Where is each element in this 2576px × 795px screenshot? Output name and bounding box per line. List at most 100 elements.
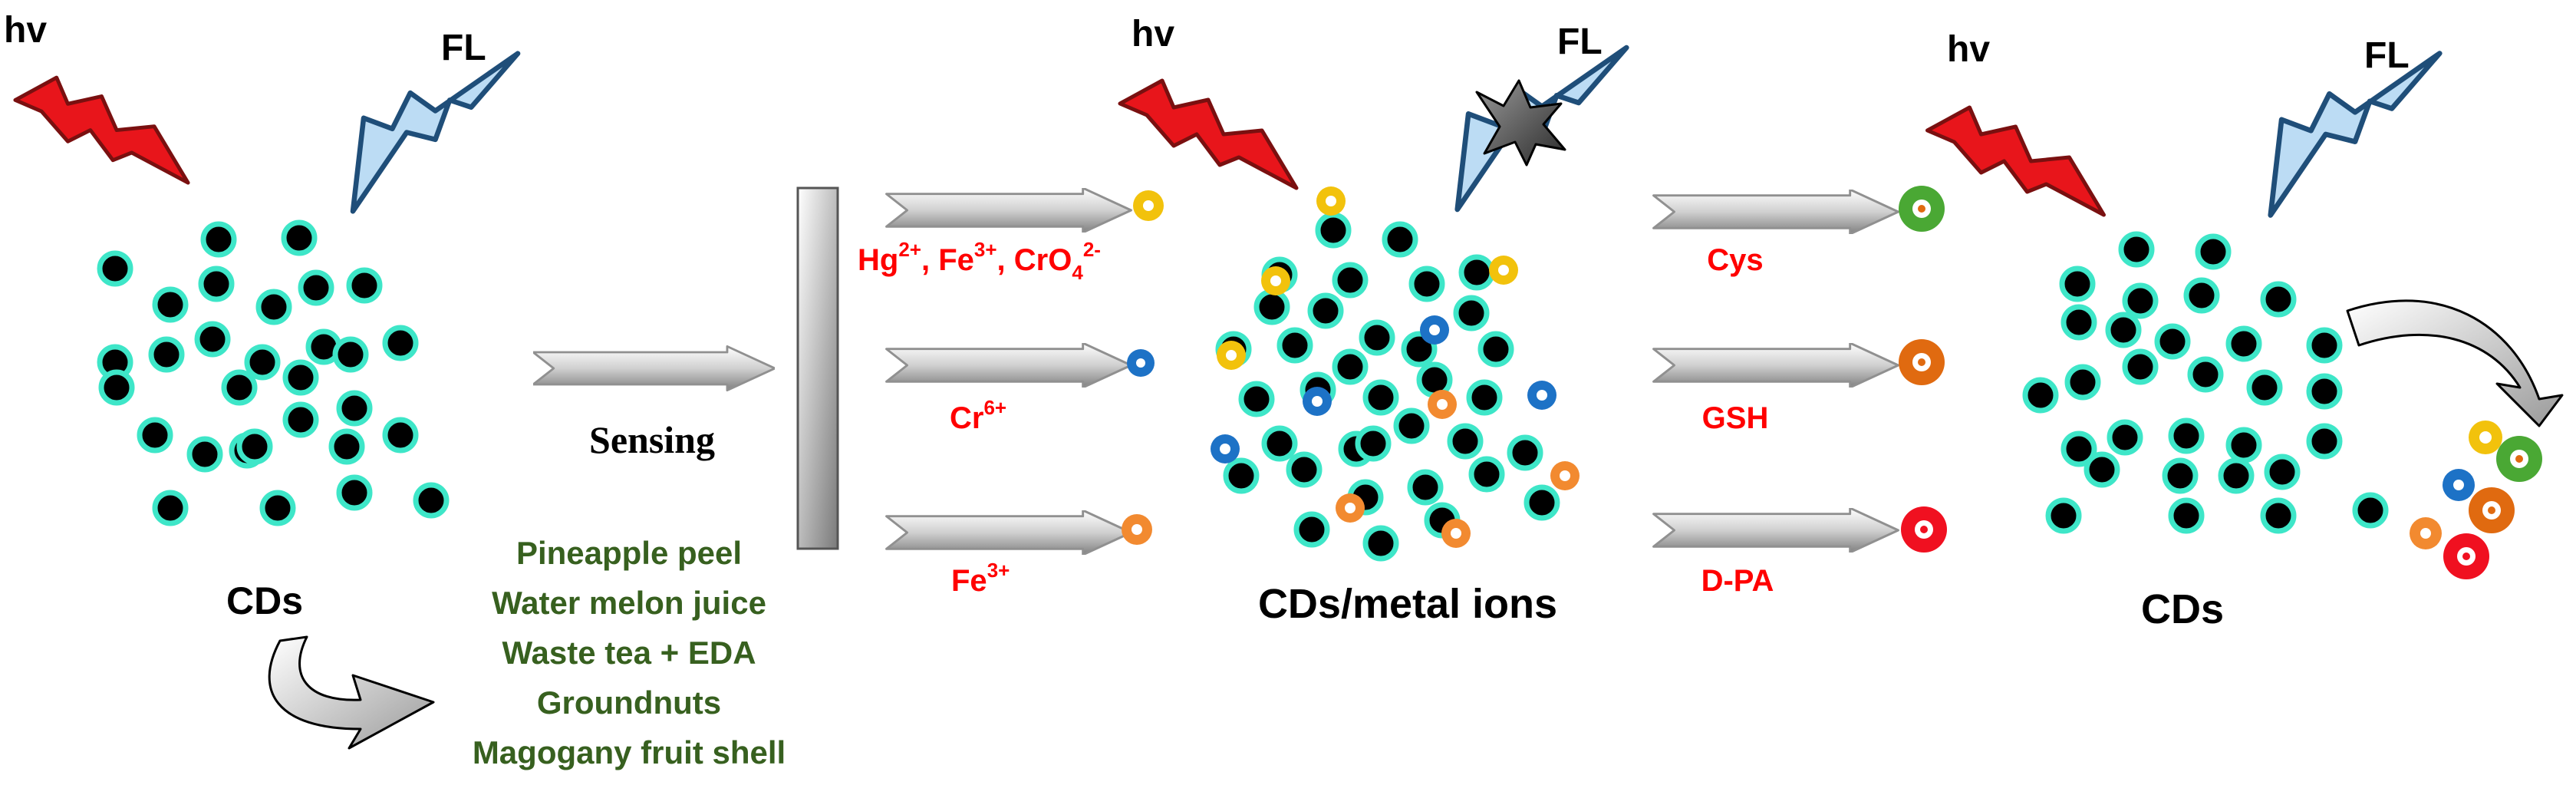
cd-particle	[1307, 292, 1344, 329]
analyte-arrow-icon	[1652, 343, 1899, 388]
cd-particle	[282, 401, 319, 438]
cd-particle	[244, 344, 281, 381]
cd-particle	[1253, 289, 1290, 325]
cd-particle	[413, 482, 450, 519]
cd-particle	[2187, 356, 2224, 393]
analyte-label-cys: Cys	[1707, 243, 1763, 277]
cd-particle	[2060, 304, 2097, 341]
metal-ion-core	[1429, 325, 1440, 335]
cd-particle-cluster-right	[2022, 231, 2389, 534]
cd-particle	[97, 250, 133, 287]
released-bead-red	[2443, 533, 2489, 579]
cd-particle	[1477, 331, 1514, 368]
cd-particle	[2260, 281, 2297, 318]
metal-ion-core	[1537, 390, 1547, 401]
middle-panel: hv FL CDs/metal ions	[1120, 14, 1626, 627]
source-item: Pineapple peel	[516, 535, 742, 571]
cd-particle	[1261, 425, 1298, 462]
curved-arrow-icon	[2346, 299, 2564, 427]
cd-particle	[152, 490, 189, 526]
cd-particle	[98, 369, 135, 406]
cd-particle	[2162, 457, 2199, 494]
cd-particle	[2183, 277, 2220, 314]
cd-particle	[281, 219, 318, 256]
analyte-arrow-icon	[1652, 190, 1899, 234]
cd-particle	[328, 428, 365, 465]
cd-particle	[1359, 319, 1395, 356]
cd-particle	[1507, 434, 1543, 471]
source-list: Pineapple peel Water melon juice Waste t…	[473, 535, 786, 770]
ion-token-orange	[1122, 514, 1152, 545]
source-item: Groundnuts	[537, 684, 721, 721]
sensing-arrow-icon	[533, 345, 775, 391]
cd-particle	[194, 321, 231, 358]
curved-arrow-icon	[268, 635, 435, 750]
analyte-bead-brown	[1899, 339, 1945, 385]
cd-particle	[1393, 407, 1430, 444]
cd-particle	[1468, 456, 1505, 493]
sensing-label: Sensing	[589, 418, 715, 461]
cd-particle	[1407, 469, 1444, 506]
hv-label-left: hv	[4, 10, 47, 51]
cd-particle	[1382, 221, 1418, 258]
hv-label-middle: hv	[1132, 14, 1174, 54]
fl-label-left: FL	[441, 28, 486, 68]
cd-particle	[2225, 427, 2262, 463]
cd-particle	[298, 269, 334, 306]
cd-particle-cluster-left	[97, 219, 450, 526]
metal-ion-core	[1345, 503, 1356, 513]
cd-particle	[2246, 369, 2283, 406]
cd-particle	[336, 390, 373, 427]
cd-particle	[1453, 295, 1490, 332]
cd-particle	[2352, 492, 2389, 529]
source-item: Water melon juice	[492, 585, 766, 621]
cd-particle	[2218, 457, 2255, 494]
left-panel: hv FL CDs Pineapple peel Water melon jui…	[4, 10, 786, 770]
fl-bolt-icon	[2271, 54, 2439, 216]
released-ion-yellow	[2469, 421, 2502, 454]
cd-particle	[1286, 451, 1323, 488]
cd-particle	[259, 490, 296, 526]
analyte-bead-green	[1899, 186, 1945, 232]
cd-particle	[2045, 497, 2082, 534]
cd-particle	[2306, 327, 2343, 364]
cd-particle	[137, 417, 173, 454]
cd-particle	[198, 266, 235, 302]
cd-particle	[1315, 212, 1352, 249]
hv-bolt-icon	[1120, 81, 1296, 188]
cd-particle	[332, 336, 369, 373]
cd-particle	[1355, 425, 1392, 462]
cd-particle	[2105, 312, 2142, 348]
cd-particle	[2107, 419, 2143, 456]
cd-particle	[152, 286, 189, 323]
cd-particle	[2260, 497, 2297, 534]
cd-particle	[1332, 348, 1369, 385]
cd-particle	[200, 221, 237, 258]
right-panel: hv FL CDs	[1928, 29, 2564, 632]
cd-particle	[382, 325, 419, 361]
ion-label-fe3: Fe3+	[951, 559, 1010, 598]
cd-particle	[1466, 379, 1503, 416]
cd-particle	[186, 436, 223, 473]
metal-ion-core	[1270, 275, 1281, 286]
source-item: Waste tea + EDA	[502, 635, 756, 671]
cd-particle	[2154, 323, 2191, 360]
released-ion-orange	[2410, 517, 2442, 549]
metal-ion-core	[1220, 444, 1230, 454]
cd-particle	[236, 428, 273, 465]
cd-particle	[2022, 377, 2059, 414]
metal-ion-core	[1451, 528, 1461, 539]
ion-arrow-icon	[885, 343, 1132, 388]
ion-label-cr6: Cr6+	[950, 396, 1006, 435]
cd-particle	[1223, 457, 1260, 494]
cds-label-right: CDs	[2141, 586, 2224, 632]
cd-particle	[2306, 423, 2343, 460]
cds-label-left: CDs	[226, 579, 303, 622]
cd-particle	[221, 369, 258, 406]
cd-particle	[1362, 525, 1399, 562]
quench-cross-icon	[1475, 79, 1566, 167]
cd-particle	[1524, 484, 1560, 521]
cd-particle	[346, 267, 383, 304]
analyte-arrow-icon	[1652, 508, 1899, 553]
source-item: Magogany fruit shell	[473, 734, 786, 770]
